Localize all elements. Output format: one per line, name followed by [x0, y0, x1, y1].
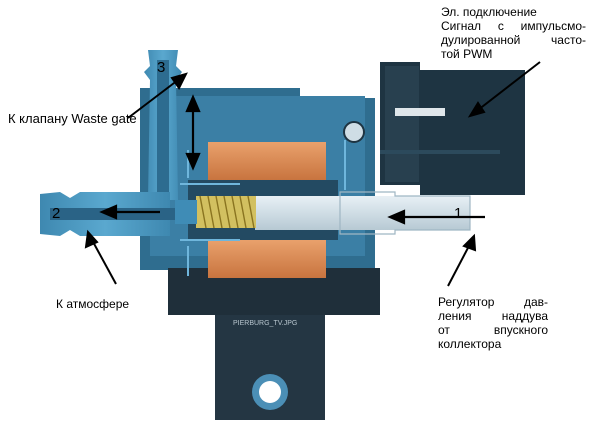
connector-line1-label: Сигнал с импульсмо-	[441, 19, 586, 33]
electrical-connector	[380, 62, 525, 195]
regulator-line4-label: коллектора	[438, 337, 502, 351]
air-channel-lines	[180, 140, 346, 276]
image-caption: PIERBURG_TV.JPG	[233, 320, 298, 327]
connector-line2-label: дулированной часто-	[441, 33, 586, 47]
regulator-line3-label: от впускного	[438, 323, 548, 337]
spring	[196, 195, 256, 229]
port1-number: 1	[454, 205, 463, 222]
connector-line3-label: той PWM	[441, 47, 493, 61]
regulator-line2-label: ления наддува	[438, 309, 548, 323]
check-ball	[343, 121, 365, 143]
solenoid-coil-lower	[208, 240, 326, 278]
mounting-base	[168, 268, 380, 420]
label-leaders	[84, 61, 541, 287]
wastegate-label: К клапану Waste gate	[8, 111, 137, 126]
regulator-line1-label: Регулятор дав-	[438, 295, 548, 309]
connector-title-label: Эл. подключение	[441, 5, 537, 19]
atmosphere-label: К атмосфере	[56, 297, 130, 311]
port1-tube	[255, 191, 471, 235]
port2-number: 2	[52, 205, 61, 222]
valve-seat	[175, 200, 197, 224]
port3-number: 3	[157, 59, 166, 76]
flow-arrows	[99, 94, 485, 225]
solenoid-coil-upper	[208, 142, 326, 180]
